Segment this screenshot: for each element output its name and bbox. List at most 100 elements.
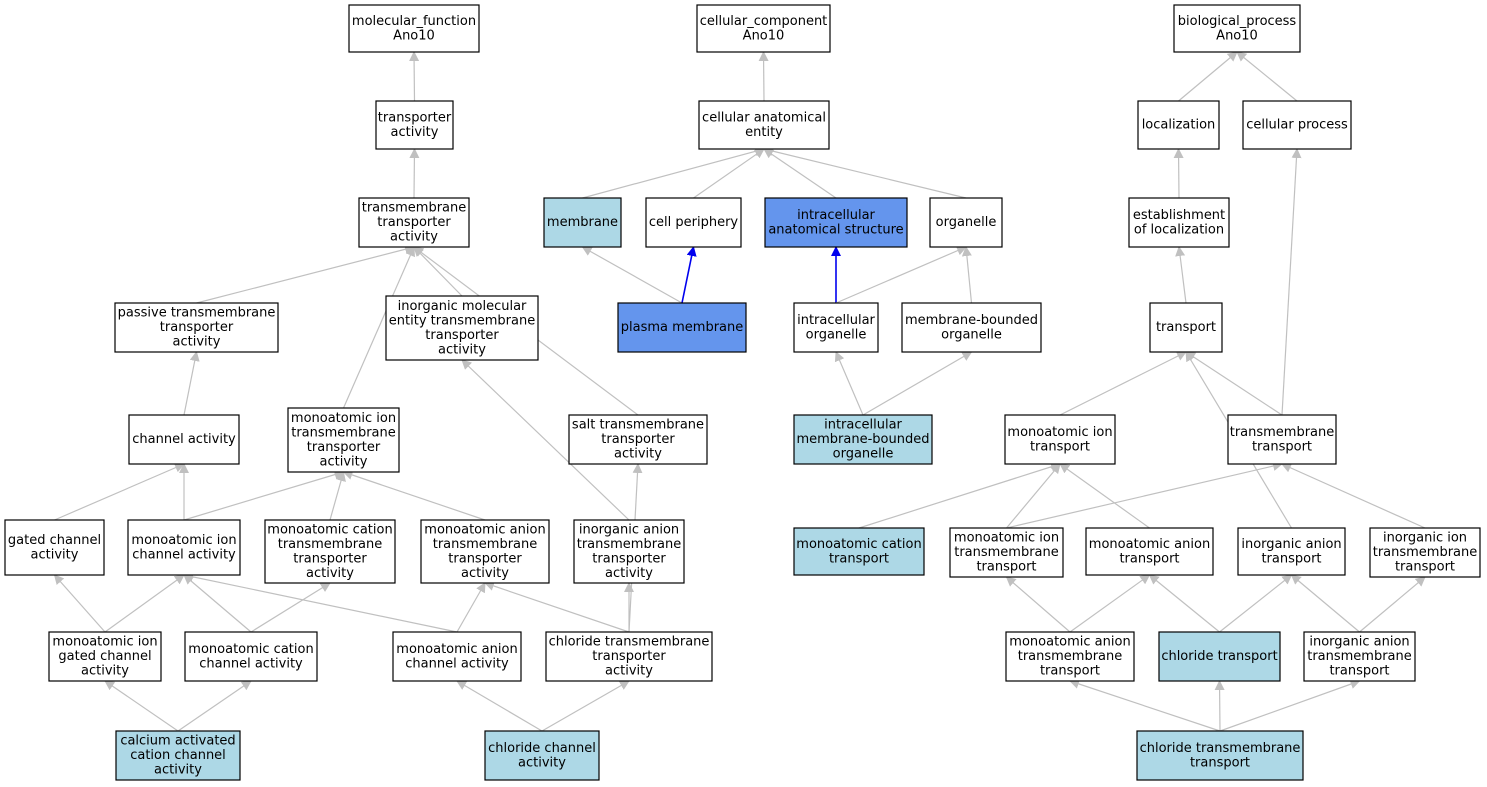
edge-monionchan-to-moniontmt [183,469,345,521]
term-label: membrane [547,215,618,230]
term-label: transmembrane [1018,649,1123,664]
term-label: salt transmembrane [572,418,704,433]
term-node-localization[interactable]: localization [1137,100,1220,150]
term-node-moncattmt[interactable]: monoatomic cationtransmembranetransporte… [264,519,396,584]
term-box [184,631,318,682]
edge-gated-to-channel [54,462,185,521]
term-label: organelle [833,447,894,462]
term-label: transmembrane [278,537,383,552]
term-label: monoatomic anion [1089,537,1210,552]
edge-plasma-to-cellper [681,246,697,304]
term-node-clT[interactable]: chloride transport [1158,631,1281,682]
term-box [375,100,454,150]
edge-imbo-to-membbound [862,351,973,416]
edge-moncatchan-to-monionchan [183,574,252,633]
term-box [114,302,279,353]
term-node-cellproc[interactable]: cellular process [1242,100,1352,150]
term-label: activity [391,125,439,140]
term-node-monantmt[interactable]: monoatomic aniontransmembranetransporter… [420,519,550,584]
edge-intraorg-to-organelle [835,245,967,304]
term-node-cltmt[interactable]: chloride transmembranetransporteractivit… [545,631,713,682]
term-box [1128,197,1230,248]
term-label: gated channel [8,533,101,548]
term-box [358,197,470,248]
term-box [385,295,539,361]
term-node-membrane[interactable]: membrane [543,197,622,248]
term-node-inorganantmt[interactable]: inorganic aniontransmembranetransportera… [573,519,685,584]
edge-membbound-to-organelle [961,246,973,304]
term-label: transport [1329,664,1389,679]
edge-channel-to-passive [183,351,200,416]
term-label: biological_process [1178,14,1297,29]
edge-ias-to-cae [763,148,837,199]
term-box [696,4,831,53]
term-box [1173,4,1301,53]
edge-membrane-to-cae [582,146,765,199]
term-label: monoatomic anion [424,522,545,537]
term-box [348,4,480,53]
term-node-moniontmt[interactable]: monoatomic iontransmembranetransporterac… [287,407,400,473]
term-box [764,197,908,248]
term-box [1137,100,1220,150]
term-label: of localization [1134,222,1224,237]
term-box [929,197,1003,248]
term-box [645,197,742,248]
edge-localization-to-bp [1178,51,1238,102]
term-box [793,527,925,576]
term-label: monoatomic anion [1009,635,1130,650]
term-label: activity [605,664,653,679]
edge-inorganTmT-to-inorganT [1290,574,1360,633]
term-node-channel[interactable]: channel activity [128,414,240,465]
term-label: cellular process [1246,118,1348,133]
term-node-transport[interactable]: transport [1149,302,1223,353]
edge-monigated-to-gated [53,574,106,633]
edge-monionTmT-to-monionT [1006,463,1061,529]
term-label: monoatomic anion [396,642,517,657]
term-label: monoatomic cation [267,522,392,537]
edge-clchan-to-cltmt [541,680,630,732]
term-box [1227,414,1337,465]
term-label: activity [614,447,662,462]
term-node-cellper[interactable]: cell periphery [645,197,742,248]
term-label: channel activity [199,656,303,671]
term-label: transport [976,560,1036,575]
term-node-organelle[interactable]: organelle [929,197,1003,248]
term-label: activity [81,664,129,679]
term-label: inorganic anion [1241,537,1341,552]
term-label: monoatomic ion [1007,425,1112,440]
term-node-plasma[interactable]: plasma membrane [617,302,747,353]
edge-tmt-to-transporter [409,148,420,199]
